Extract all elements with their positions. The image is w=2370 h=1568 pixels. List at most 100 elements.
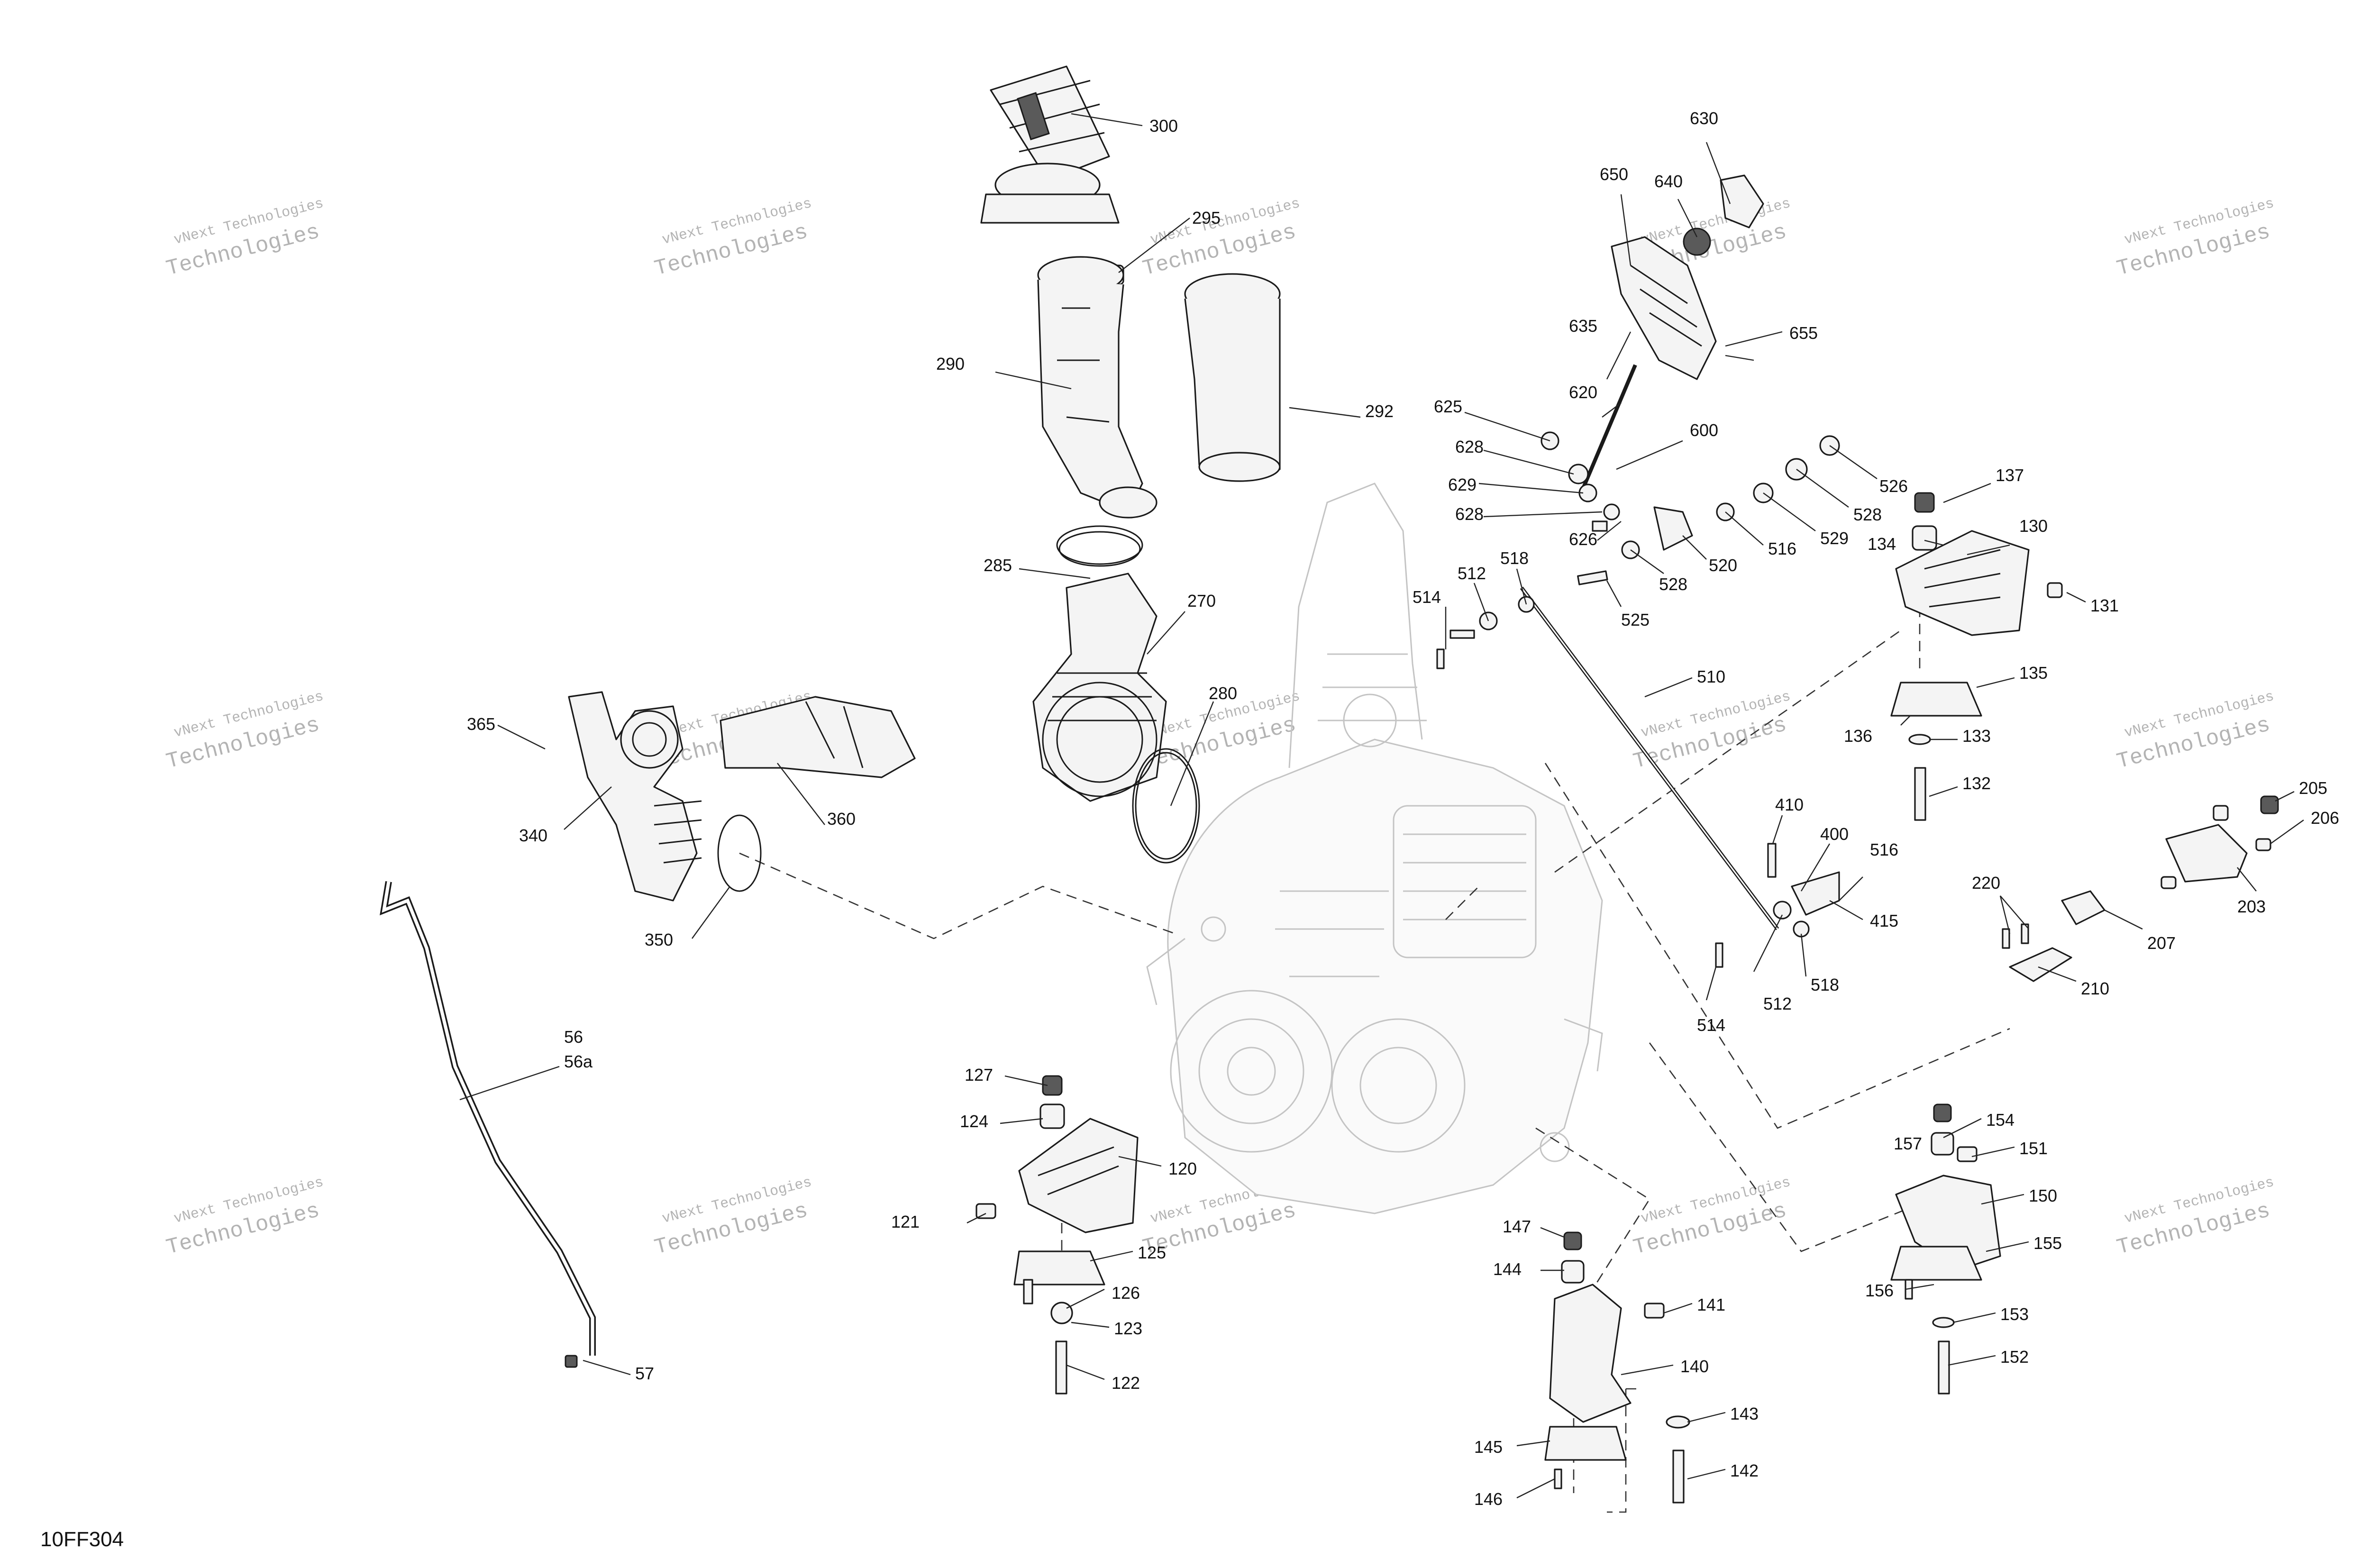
callout-292: 292 xyxy=(1365,401,1394,421)
callout-220: 220 xyxy=(1972,873,2000,893)
callout-516-lower: 516 xyxy=(1870,840,1898,859)
callout-630: 630 xyxy=(1690,109,1718,128)
callout-207: 207 xyxy=(2147,933,2176,953)
engine-mount-150 xyxy=(1890,1103,2001,1395)
leader-lines xyxy=(459,113,2304,1499)
air-filter-300 xyxy=(980,65,1120,224)
clamp-280 xyxy=(1132,748,1200,864)
callout-512-upper: 512 xyxy=(1458,564,1486,583)
callout-141: 141 xyxy=(1697,1295,1725,1314)
callout-131: 131 xyxy=(2090,596,2119,615)
callout-57: 57 xyxy=(635,1364,654,1383)
intake-duct-290 xyxy=(1037,256,1158,519)
callout-300: 300 xyxy=(1149,116,1178,136)
callout-136: 136 xyxy=(1844,726,1872,746)
callout-350: 350 xyxy=(645,930,673,949)
callout-628-lower: 628 xyxy=(1455,504,1484,524)
engine-mount-120 xyxy=(975,1075,1139,1395)
callout-145: 145 xyxy=(1474,1437,1503,1457)
callout-144: 144 xyxy=(1493,1259,1522,1279)
callout-206: 206 xyxy=(2311,808,2339,828)
callout-150: 150 xyxy=(2029,1186,2057,1205)
intake-boot-270 xyxy=(1032,573,1167,802)
intake-duct-292 xyxy=(1184,273,1281,482)
callout-360: 360 xyxy=(827,809,856,829)
callout-629: 629 xyxy=(1448,475,1477,494)
callout-137: 137 xyxy=(1996,465,2024,485)
callout-154: 154 xyxy=(1986,1110,2014,1130)
callout-122: 122 xyxy=(1112,1373,1140,1393)
callout-528-upper: 528 xyxy=(1853,505,1882,524)
callout-56a: 56a xyxy=(564,1052,593,1071)
clamp-285 xyxy=(1056,525,1143,567)
engine-mount-130 xyxy=(1890,492,2063,821)
callout-127: 127 xyxy=(965,1065,993,1085)
callout-400: 400 xyxy=(1820,824,1849,844)
intake-tube-360 xyxy=(720,696,916,778)
callout-151: 151 xyxy=(2019,1139,2048,1158)
callout-270: 270 xyxy=(1187,591,1216,611)
callout-516-upper: 516 xyxy=(1768,539,1796,558)
callout-415: 415 xyxy=(1870,911,1898,930)
callout-140: 140 xyxy=(1680,1357,1709,1376)
callout-628-upper: 628 xyxy=(1455,437,1484,456)
callout-528-lower: 528 xyxy=(1659,574,1687,594)
callout-210: 210 xyxy=(2081,979,2109,998)
shift-lever-assembly-650 xyxy=(1592,174,1764,532)
callout-134: 134 xyxy=(1868,534,1896,554)
callout-365: 365 xyxy=(467,714,495,734)
callout-518-upper: 518 xyxy=(1500,548,1529,568)
callout-121: 121 xyxy=(891,1212,920,1231)
callout-640: 640 xyxy=(1654,172,1683,191)
clamp-350 xyxy=(717,814,762,892)
callout-labels: 300 295 290 292 285 270 280 365 340 360 … xyxy=(467,109,2339,1509)
callout-295: 295 xyxy=(1192,208,1221,228)
callout-147: 147 xyxy=(1503,1217,1531,1236)
bracket-210 xyxy=(2002,890,2106,982)
callout-124: 124 xyxy=(960,1112,988,1131)
callout-120: 120 xyxy=(1168,1159,1197,1178)
callout-153: 153 xyxy=(2000,1304,2029,1324)
callout-625: 625 xyxy=(1434,397,1462,416)
callout-142: 142 xyxy=(1730,1461,1759,1480)
engine-ghost-outline xyxy=(1146,483,1603,1214)
callout-155: 155 xyxy=(2033,1233,2062,1253)
intake-manifold-340 xyxy=(568,691,702,902)
callout-626: 626 xyxy=(1569,529,1597,549)
callout-143: 143 xyxy=(1730,1404,1759,1423)
callout-635: 635 xyxy=(1569,316,1597,336)
callout-514-upper: 514 xyxy=(1413,587,1441,607)
callout-56: 56 xyxy=(564,1027,583,1047)
callout-146: 146 xyxy=(1474,1489,1503,1509)
callout-132: 132 xyxy=(1962,774,1991,793)
callout-514-lower: 514 xyxy=(1697,1015,1725,1035)
callout-512-lower: 512 xyxy=(1763,994,1792,1013)
drawing-code: 10FF304 xyxy=(40,1528,124,1551)
callout-123: 123 xyxy=(1114,1319,1142,1338)
callout-529: 529 xyxy=(1820,529,1849,548)
callout-152: 152 xyxy=(2000,1347,2029,1367)
bracket-203 xyxy=(2160,795,2279,889)
vent-hose-56 xyxy=(380,881,596,1368)
engine-mount-140 xyxy=(1544,1231,1690,1504)
callout-518-lower: 518 xyxy=(1811,975,1839,994)
callout-126: 126 xyxy=(1112,1283,1140,1303)
callout-410: 410 xyxy=(1775,795,1804,814)
shift-rod-620 xyxy=(1520,364,1779,930)
callout-157: 157 xyxy=(1894,1134,1922,1153)
callout-600: 600 xyxy=(1690,420,1718,440)
callout-130: 130 xyxy=(2019,516,2048,536)
callout-526: 526 xyxy=(1879,476,1908,496)
callout-280: 280 xyxy=(1209,684,1237,703)
callout-525: 525 xyxy=(1621,610,1650,629)
